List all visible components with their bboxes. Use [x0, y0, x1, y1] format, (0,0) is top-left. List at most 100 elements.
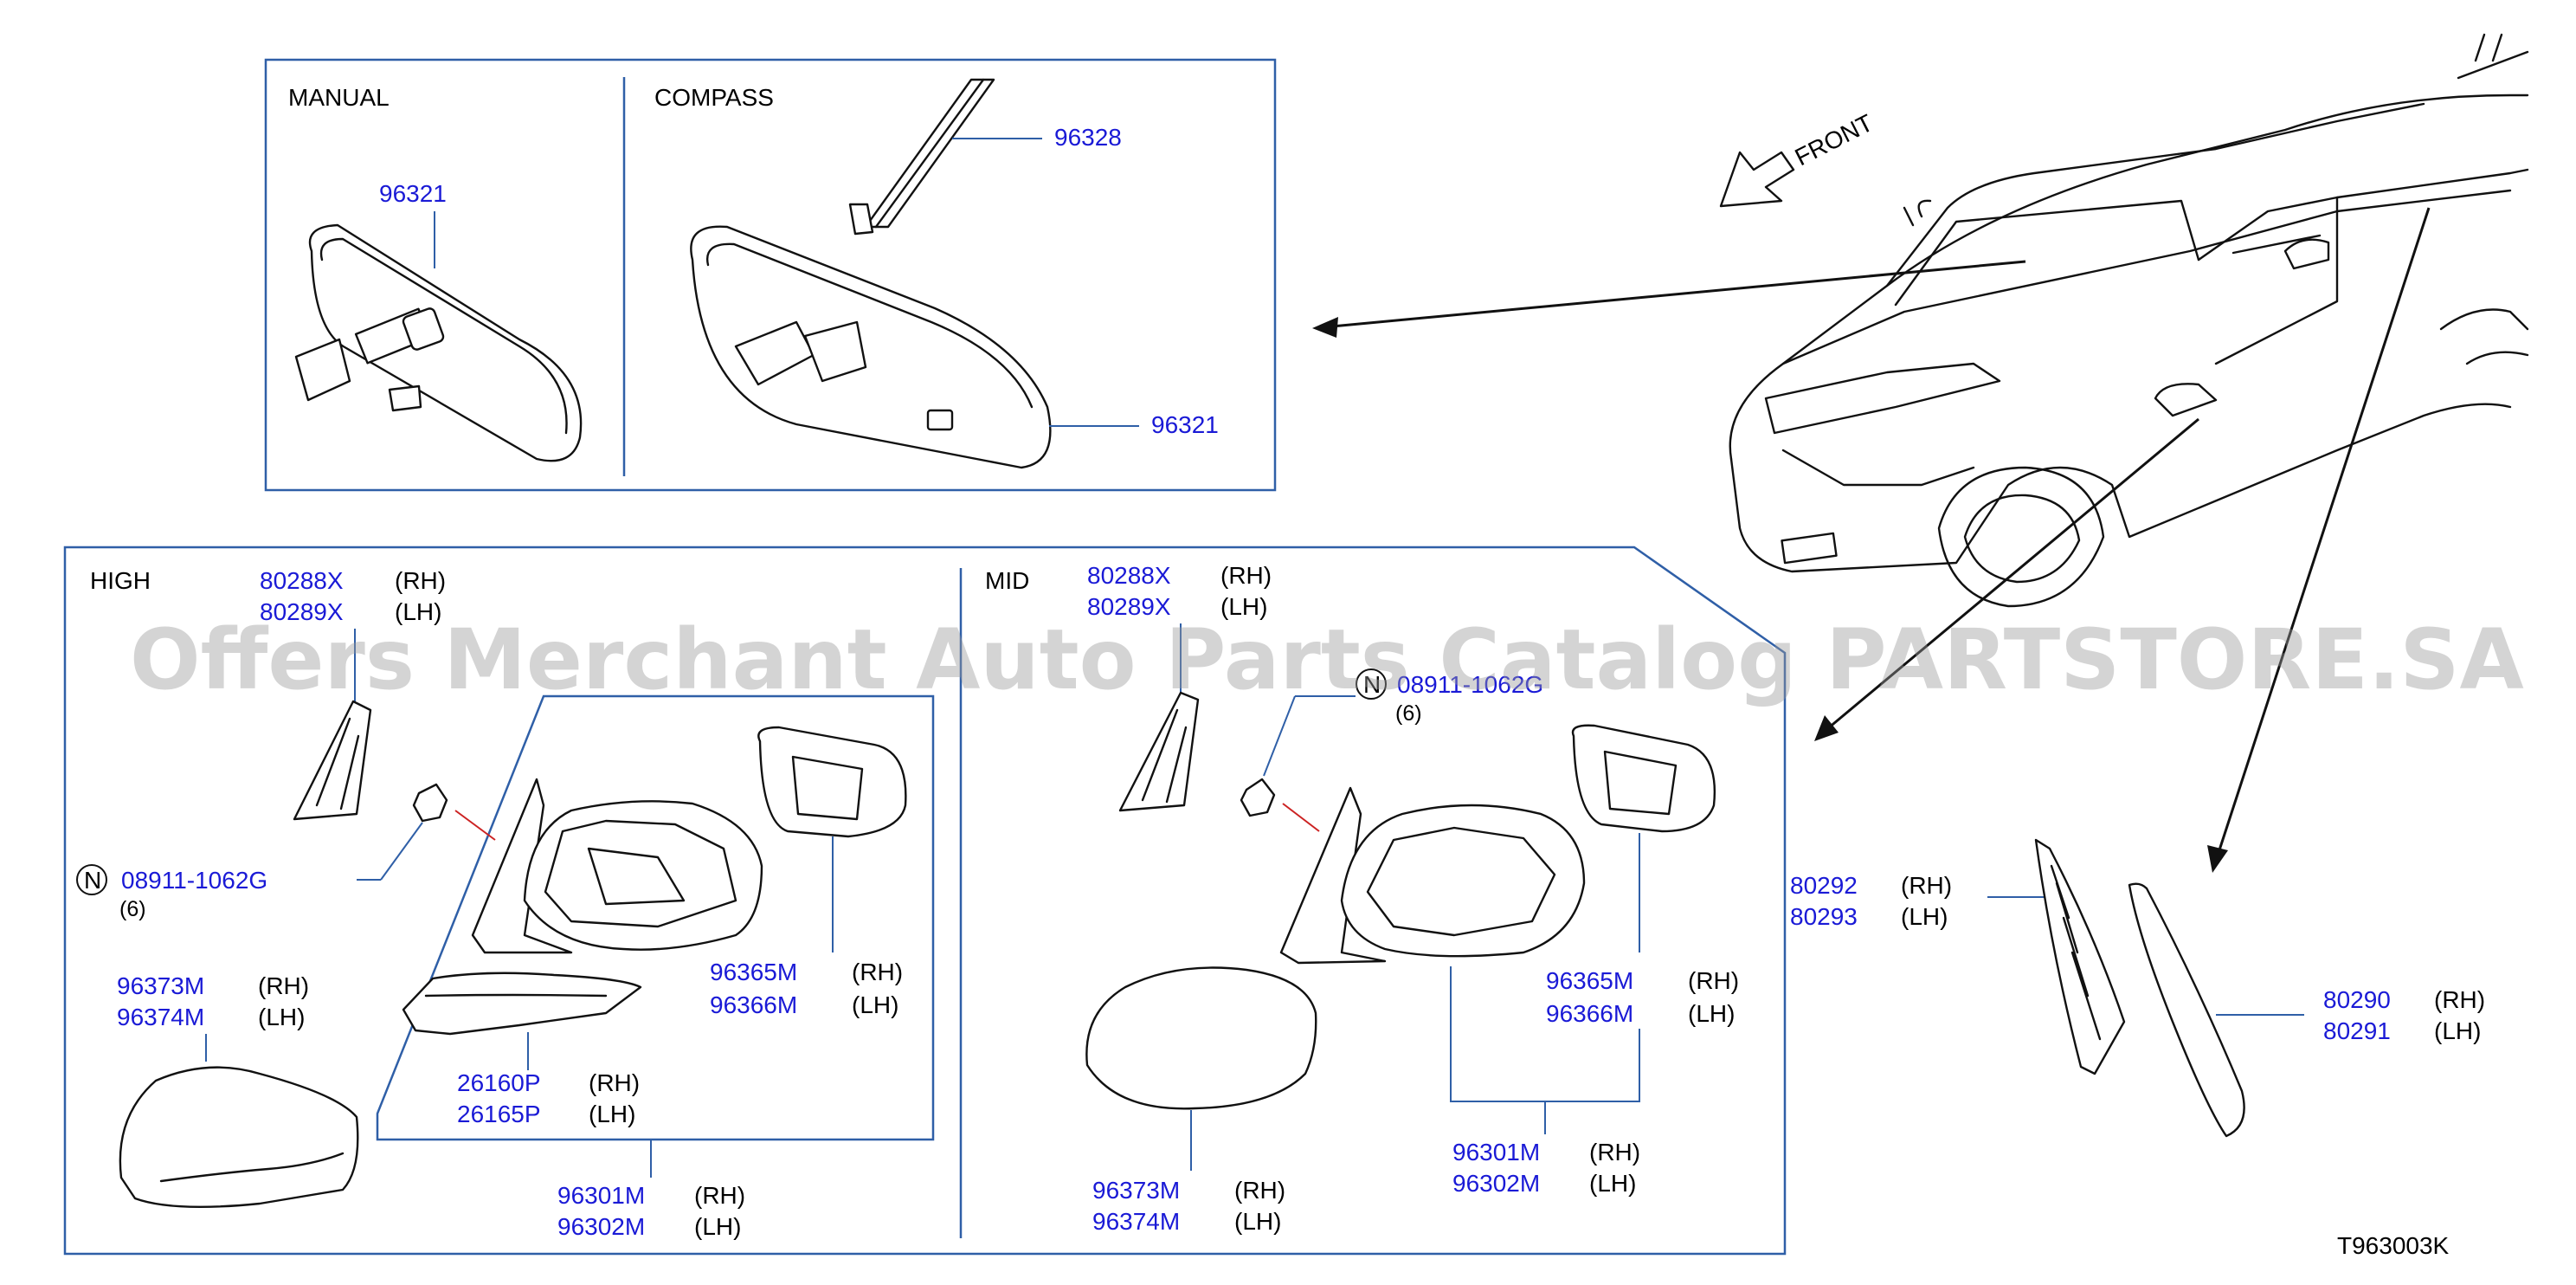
high-nut-symbol: N [84, 867, 101, 894]
mid-mirror-glass-drawing [1571, 724, 1716, 833]
mid-title: MID [985, 567, 1029, 594]
high-cover-rh-part[interactable]: 80288X [260, 567, 344, 594]
pillar-trim-drawing [2034, 838, 2126, 1075]
mid-mirror-bracket-drawing [1279, 786, 1387, 965]
watermark-text: Offers Merchant Auto Parts Catalog PARTS… [130, 611, 2524, 708]
manual-mirror-drawing [294, 223, 583, 462]
high-glass-rh-part[interactable]: 96365M [710, 959, 797, 985]
high-nut-symbol-circle [76, 864, 107, 895]
mid-cap-rh-part[interactable]: 96373M [1092, 1177, 1180, 1204]
mid-cap-drawing [1085, 966, 1317, 1110]
compass-bracket-part-label[interactable]: 96328 [1054, 124, 1122, 151]
finisher-lh-part[interactable]: 80291 [2323, 1017, 2391, 1044]
mid-assy-lh-side: (LH) [1589, 1170, 1636, 1197]
diagram-code: T963003K [2337, 1232, 2450, 1259]
high-nut-leader-a [380, 822, 423, 881]
high-lamp-rh-side: (RH) [589, 1069, 640, 1096]
rearview-pointer-arrow [1322, 260, 2026, 329]
mid-assy-lh-part[interactable]: 96302M [1452, 1170, 1540, 1197]
side-mirror-pointer-head [1814, 715, 1839, 741]
front-label: FRONT [1791, 109, 1877, 171]
high-nut-part[interactable]: 08911-1062G [121, 867, 267, 894]
side-mirror-pointer-arrow [1822, 417, 2199, 734]
mid-cover-lh-side: (LH) [1220, 593, 1267, 620]
mid-nut-qty: (6) [1395, 701, 1422, 726]
high-cover-rh-side: (RH) [395, 567, 446, 594]
high-cap-lh-side: (LH) [258, 1004, 305, 1030]
high-mirror-bracket-drawing [471, 778, 573, 954]
vehicle-drawing [1729, 33, 2529, 608]
mid-section: MID 80288X (RH) 80289X (LH) N 08911-1062… [985, 562, 1739, 1235]
trim-rh-part[interactable]: 80292 [1790, 872, 1858, 899]
high-assy-lh-part[interactable]: 96302M [557, 1213, 645, 1240]
mid-cover-rh-side: (RH) [1220, 562, 1272, 589]
mid-glass-lh-part[interactable]: 96366M [1546, 1000, 1633, 1027]
finisher-pointer-arrow [2214, 207, 2431, 862]
mid-corner-cover-drawing [1118, 691, 1200, 812]
high-lamp-rh-part[interactable]: 26160P [457, 1069, 541, 1096]
high-cover-lh-side: (LH) [395, 598, 441, 625]
high-nut-drawing [412, 783, 448, 823]
mid-cap-lh-part[interactable]: 96374M [1092, 1208, 1180, 1235]
high-corner-cover-drawing [293, 700, 372, 821]
compass-mirror-part-label[interactable]: 96321 [1151, 411, 1219, 438]
high-section: HIGH 80288X (RH) 80289X (LH) N 08911-106… [76, 567, 935, 1240]
rearview-mirror-section: MANUAL COMPASS 96321 96328 9 [264, 58, 1277, 492]
high-cap-rh-side: (RH) [258, 972, 309, 999]
high-mirror-glass-drawing [757, 726, 907, 838]
mid-cap-lh-side: (LH) [1234, 1208, 1281, 1235]
mid-nut-symbol: N [1363, 671, 1381, 698]
rearview-frame [264, 58, 1277, 492]
high-turn-lamp-drawing [402, 972, 642, 1036]
compass-bracket-drawing [848, 78, 995, 236]
mid-nut-leader-b [1263, 695, 1296, 777]
high-glass-lh-part[interactable]: 96366M [710, 991, 797, 1018]
finisher-rh-part[interactable]: 80290 [2323, 986, 2391, 1013]
mid-nut-alignment-line [1282, 803, 1320, 832]
high-cap-drawing [119, 1066, 359, 1209]
high-title: HIGH [90, 567, 151, 594]
mid-nut-part[interactable]: 08911-1062G [1397, 671, 1543, 698]
mid-glass-lh-side: (LH) [1688, 1000, 1735, 1027]
high-lamp-lh-side: (LH) [589, 1101, 635, 1127]
mid-cover-lh-part[interactable]: 80289X [1087, 593, 1171, 620]
finisher-pointer-head [2207, 845, 2228, 873]
front-arrow-icon [1719, 151, 1795, 208]
high-cap-lh-part[interactable]: 96374M [117, 1004, 204, 1030]
mid-mirror-body-drawing [1340, 804, 1586, 958]
high-assy-lh-side: (LH) [694, 1213, 741, 1240]
high-nut-qty: (6) [119, 897, 146, 921]
pillar-finisher-drawing [2128, 882, 2245, 1138]
mid-nut-symbol-circle [1356, 668, 1387, 700]
mid-cap-rh-side: (RH) [1234, 1177, 1285, 1204]
finisher-lh-side: (LH) [2434, 1017, 2481, 1044]
high-assembly-frame [376, 694, 935, 1141]
compass-mirror-drawing [690, 225, 1052, 469]
mid-glass-rh-side: (RH) [1688, 967, 1739, 994]
high-nut-alignment-line [454, 810, 496, 841]
rearview-pointer-head [1312, 317, 1338, 338]
mid-cover-rh-part[interactable]: 80288X [1087, 562, 1171, 589]
high-assy-rh-part[interactable]: 96301M [557, 1182, 645, 1209]
manual-mirror-part-label[interactable]: 96321 [379, 180, 447, 207]
mid-assy-rh-side: (RH) [1589, 1139, 1640, 1166]
trim-lh-part[interactable]: 80293 [1790, 903, 1858, 930]
front-indicator: FRONT [1719, 109, 1877, 208]
compass-title: COMPASS [654, 84, 774, 111]
high-assy-rh-side: (RH) [694, 1182, 745, 1209]
trim-lh-side: (LH) [1901, 903, 1948, 930]
mid-assy-rh-part[interactable]: 96301M [1452, 1139, 1540, 1166]
high-lamp-lh-part[interactable]: 26165P [457, 1101, 541, 1127]
finisher-rh-side: (RH) [2434, 986, 2485, 1013]
mid-glass-rh-part[interactable]: 96365M [1546, 967, 1633, 994]
manual-title: MANUAL [288, 84, 390, 111]
high-glass-rh-side: (RH) [852, 959, 903, 985]
high-cover-lh-part[interactable]: 80289X [260, 598, 344, 625]
high-glass-lh-side: (LH) [852, 991, 898, 1018]
trim-rh-side: (RH) [1901, 872, 1952, 899]
door-mirror-frame [63, 546, 1787, 1256]
high-cap-rh-part[interactable]: 96373M [117, 972, 204, 999]
mid-nut-drawing [1240, 778, 1276, 817]
pillar-trim-section: 80292 (RH) 80293 (LH) 80290 (RH) 80291 (… [1790, 838, 2485, 1138]
